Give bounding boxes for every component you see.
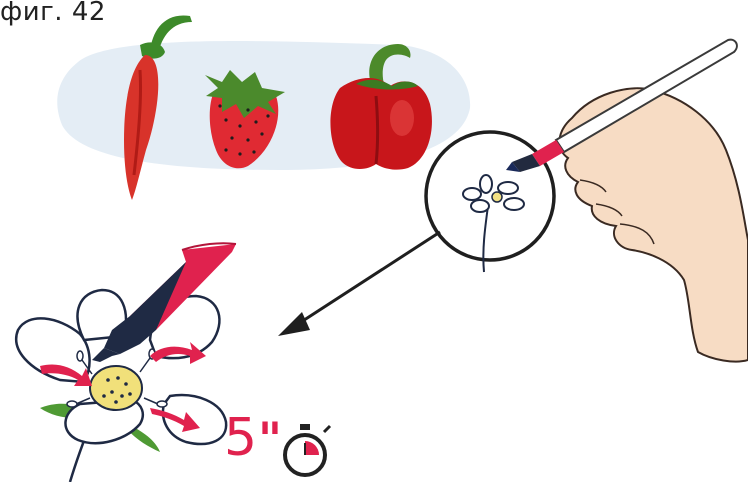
arrow-icon — [278, 232, 440, 336]
stopwatch-icon — [285, 424, 330, 475]
flower-icon — [16, 243, 236, 482]
timer-unit: " — [258, 416, 282, 462]
timer-value: 5 — [224, 412, 257, 464]
